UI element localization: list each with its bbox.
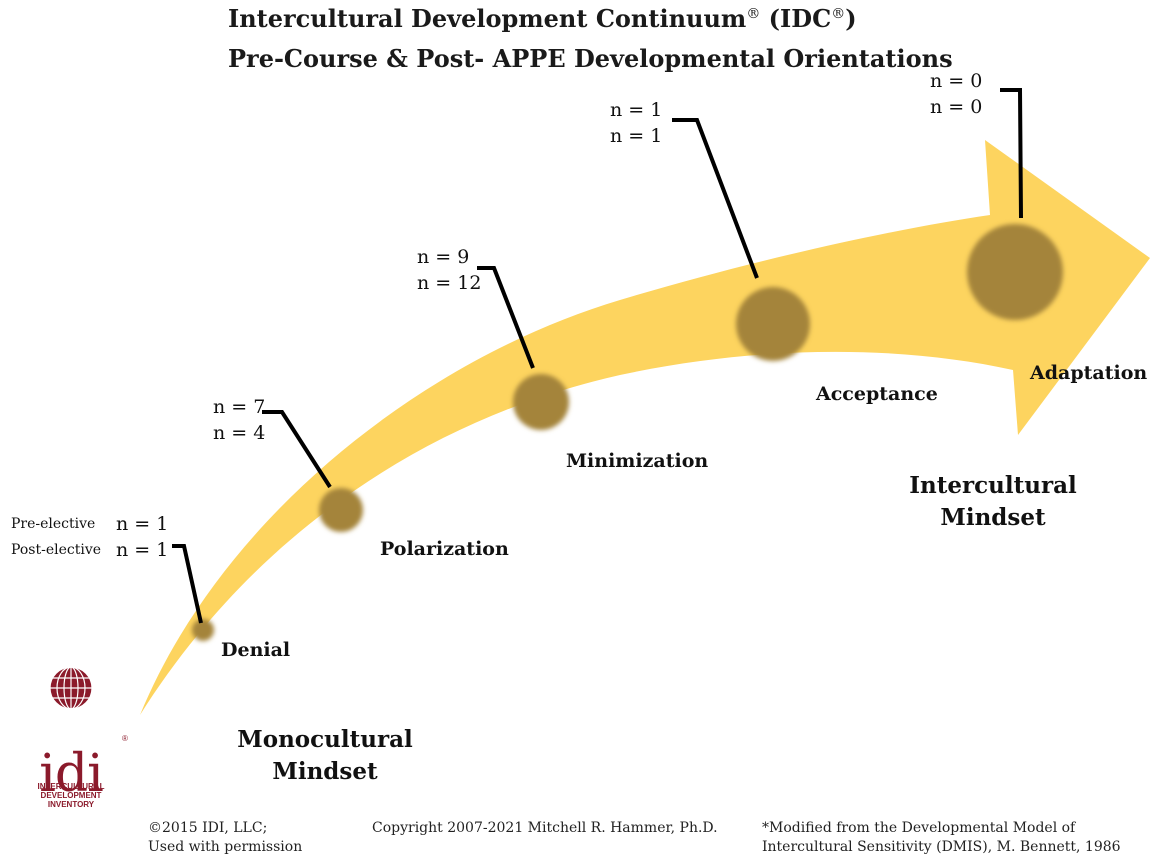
dot-polarization [319,488,363,532]
logo-registered-mark: ® [122,734,128,743]
page-title: Intercultural Development Continuum® (ID… [228,4,857,33]
dot-minimization [513,374,569,430]
continuum-arrow [140,140,1150,715]
stage-label-acceptance: Acceptance [816,383,938,405]
dot-adaptation [967,224,1063,320]
leader-adaptation [1000,88,1023,219]
dmis-source-note: *Modified from the Developmental Model o… [762,820,1121,855]
idi-permission-note: ©2015 IDI, LLC;Used with permission [148,820,303,855]
logo-letters: idi [39,744,104,804]
stage-label-adaptation: Adaptation [1030,362,1148,384]
stage-label-denial: Denial [221,639,291,661]
page-subtitle: Pre-Course & Post- APPE Developmental Or… [228,44,953,73]
leader-minimization [477,266,535,369]
stage-label-polarization: Polarization [380,538,509,560]
copyright-note: Copyright 2007-2021 Mitchell R. Hammer, … [372,820,718,836]
dot-denial [192,619,214,641]
leader-polarization [262,410,332,489]
stage-label-minimization: Minimization [566,450,709,472]
globe-icon [49,666,93,710]
leader-acceptance [672,118,759,279]
dot-acceptance [736,287,810,361]
leader-denial [172,544,203,624]
